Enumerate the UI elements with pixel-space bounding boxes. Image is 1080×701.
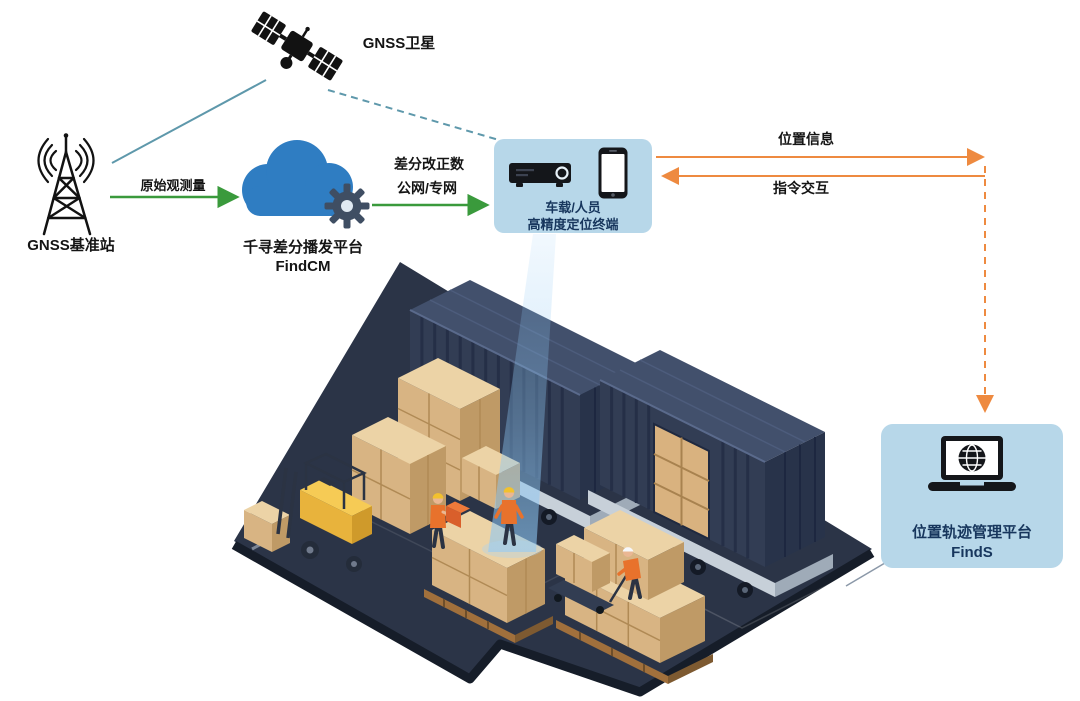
receiver-icon — [509, 163, 571, 187]
worker-pallet-jack — [617, 547, 642, 600]
terminal-name-label: 高精度定位终端 — [527, 217, 619, 232]
worker-under-beam — [494, 487, 524, 546]
satellite-label: GNSS卫星 — [362, 35, 436, 52]
terminal-type-label: 车载/人员 — [545, 200, 601, 215]
position-info-label: 位置信息 — [778, 131, 834, 147]
radio-tower-icon — [37, 133, 95, 236]
carton-stacks — [351, 358, 520, 534]
forklift — [244, 452, 372, 572]
link-satellite-terminal-dashed — [327, 89, 500, 141]
correction-data-label: 差分改正数 — [394, 156, 464, 172]
link-satellite-basestation — [111, 79, 267, 164]
beam-glow — [482, 540, 542, 558]
cloud-icon — [242, 140, 353, 216]
warehouse-scene — [231, 262, 875, 697]
network-label: 公网/专网 — [397, 180, 457, 196]
cloud-platform-product: FindCM — [275, 258, 331, 275]
command-interaction-label: 指令交互 — [773, 180, 829, 196]
smartphone-icon — [598, 147, 628, 199]
terminal-panel: 车载/人员 高精度定位终端 — [494, 139, 652, 233]
worker-carrying-box — [430, 493, 470, 549]
management-platform-product-label: FindS — [951, 544, 993, 561]
gnss-satellite-icon — [251, 11, 343, 81]
management-platform-name-label: 位置轨迹管理平台 — [911, 524, 1032, 541]
gear-icon — [324, 183, 370, 229]
pallet-jack — [548, 535, 633, 614]
raw-observation-label: 原始观测量 — [140, 178, 206, 193]
base-station-label: GNSS基准站 — [27, 237, 115, 254]
cloud-platform-name: 千寻差分播发平台 — [242, 239, 364, 256]
laptop-globe-icon — [928, 436, 1016, 491]
positioning-beam — [488, 234, 556, 552]
platform-callout-line — [845, 559, 891, 587]
management-platform-panel: 位置轨迹管理平台 FindS — [881, 424, 1063, 568]
